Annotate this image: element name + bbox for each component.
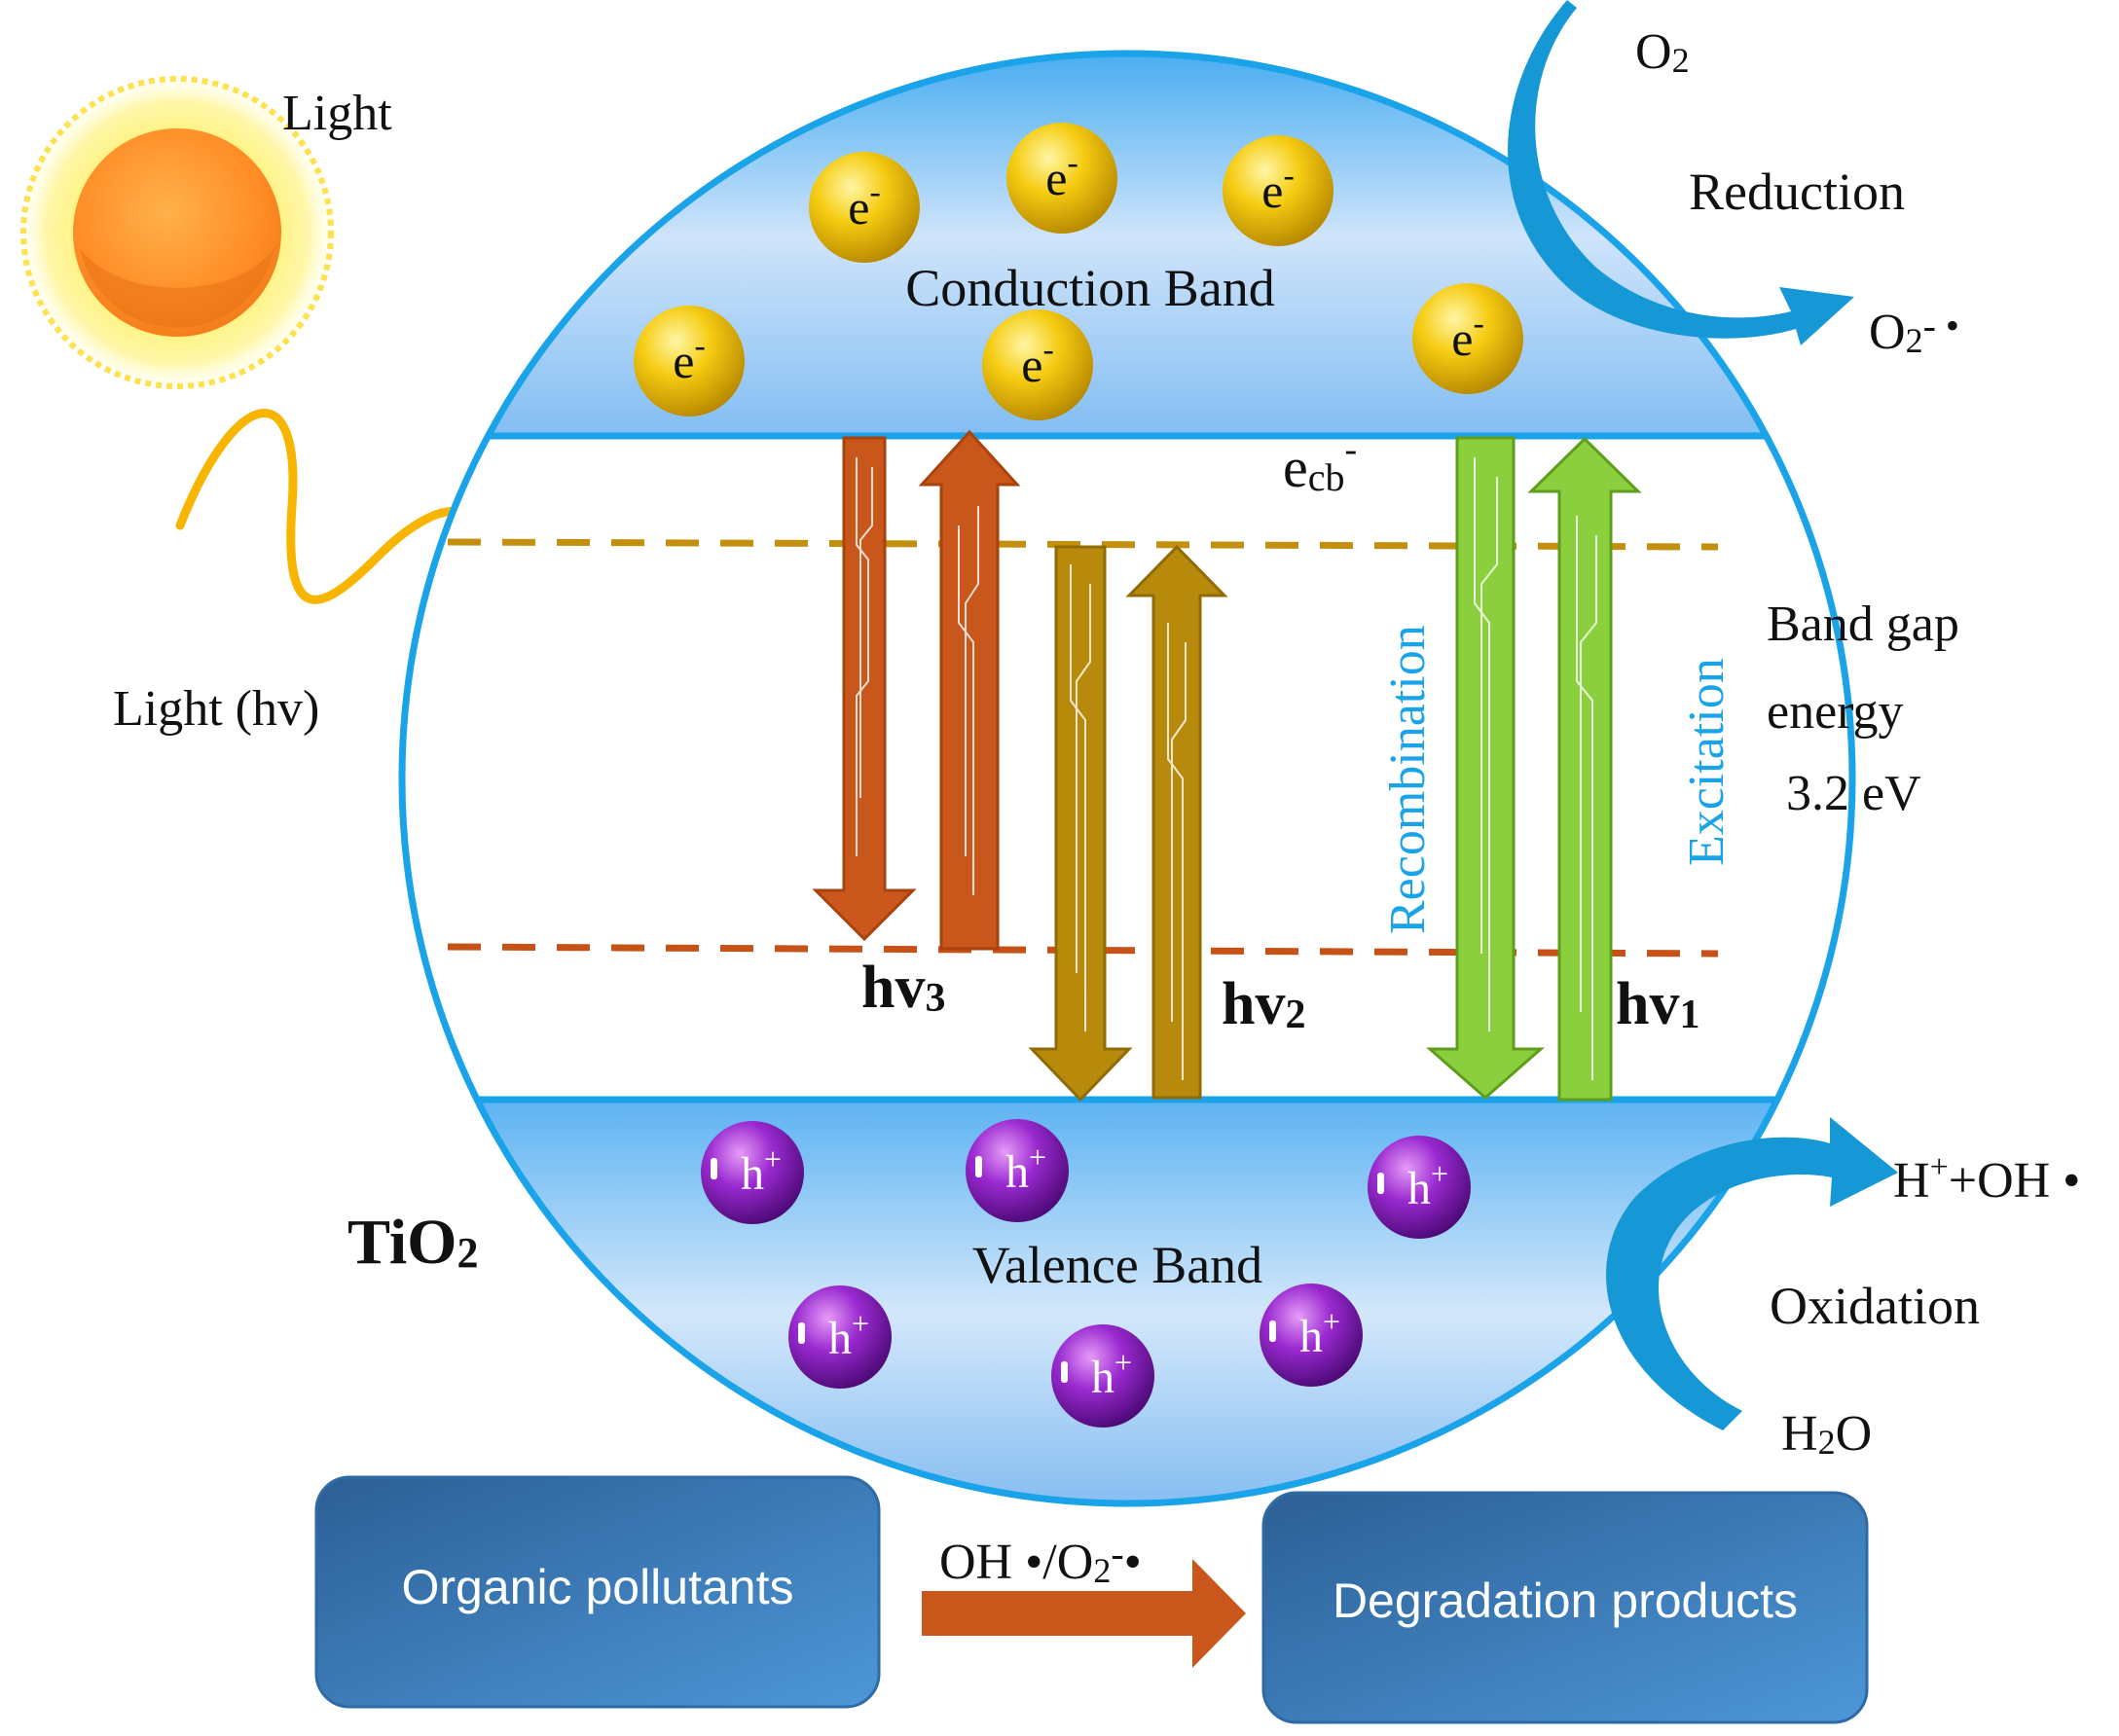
hole: h+	[701, 1121, 804, 1224]
green-down-arrow	[1426, 436, 1545, 1100]
circuit-decoration	[856, 457, 1597, 1080]
conduction-band	[402, 54, 1852, 436]
h2o-label: H2O	[1781, 1406, 1872, 1462]
oxidation-label: Oxidation	[1770, 1277, 1980, 1335]
svg-text:e-: e-	[848, 174, 881, 235]
svg-text:e-: e-	[673, 328, 706, 388]
electron: e-	[982, 309, 1093, 420]
recombination-label: Recombination	[1380, 625, 1436, 934]
reaction-arrow	[922, 1559, 1246, 1668]
svg-text:h+: h+	[828, 1306, 869, 1364]
valence-band-label: Valence Band	[972, 1236, 1262, 1294]
svg-text:e-: e-	[1045, 145, 1078, 205]
tio2-label: TiO2	[347, 1207, 479, 1278]
band-gap-value: 3.2 eV	[1786, 766, 1921, 821]
svg-text:h+: h+	[1091, 1345, 1132, 1403]
light-label: Light	[282, 86, 392, 141]
reaction-arrow-label: OH •/O2-•	[939, 1532, 1142, 1590]
h-oh-radical-label: H++OH •	[1893, 1149, 2080, 1209]
band-gap-label-line1: Band gap	[1767, 597, 1959, 652]
hole: h+	[1368, 1136, 1471, 1239]
reduction-label: Reduction	[1689, 163, 1905, 221]
svg-text:h+: h+	[741, 1141, 782, 1200]
svg-text:h+: h+	[1005, 1139, 1046, 1198]
hole: h+	[1051, 1324, 1154, 1428]
svg-text:e-: e-	[1451, 306, 1484, 366]
svg-text:h+: h+	[1299, 1304, 1340, 1362]
electron: e-	[1006, 123, 1117, 234]
orange-down-arrow	[812, 436, 917, 942]
orange-up-arrow	[918, 429, 1021, 951]
degradation-products-label: Degradation products	[1333, 1573, 1798, 1628]
hole: h+	[788, 1285, 892, 1389]
hole: h+	[1260, 1284, 1363, 1387]
degradation-products-box: Degradation products	[1261, 1491, 1869, 1724]
oxidation-curve-arrow	[1606, 1117, 1898, 1430]
hv1-label: hv1	[1616, 971, 1699, 1037]
excitation-label: Excitation	[1679, 658, 1735, 866]
electron: e-	[809, 152, 920, 263]
electron: e-	[1223, 135, 1334, 246]
svg-text:e-: e-	[1261, 158, 1295, 218]
gold-up-arrow	[1125, 544, 1228, 1100]
reduction-curve-arrow	[1508, 0, 1854, 345]
hv2-label: hv2	[1222, 971, 1305, 1037]
electron: e-	[1412, 283, 1523, 394]
ecb-label: ecb-	[1283, 429, 1357, 499]
hole: h+	[966, 1119, 1069, 1222]
hv3-label: hv3	[861, 955, 945, 1021]
superoxide-label: O2- •	[1869, 304, 1959, 360]
green-up-arrow	[1527, 436, 1642, 1102]
light-hv-label: Light (hv)	[113, 681, 319, 737]
gold-down-arrow	[1028, 545, 1133, 1103]
hole-particles: h+ h+ h+ h+ h+ h+	[701, 1119, 1471, 1428]
svg-text:h+: h+	[1407, 1156, 1448, 1214]
organic-pollutants-label: Organic pollutants	[401, 1560, 793, 1614]
electron-particles: e- e- e- e- e- e-	[634, 123, 1523, 420]
o2-label: O2	[1635, 24, 1690, 80]
organic-pollutants-box: Organic pollutants	[314, 1475, 881, 1709]
electron: e-	[634, 306, 745, 416]
sun-icon	[20, 76, 334, 389]
svg-text:e-: e-	[1021, 332, 1054, 392]
band-gap-label-line2: energy	[1767, 684, 1904, 740]
conduction-band-label: Conduction Band	[905, 259, 1274, 317]
